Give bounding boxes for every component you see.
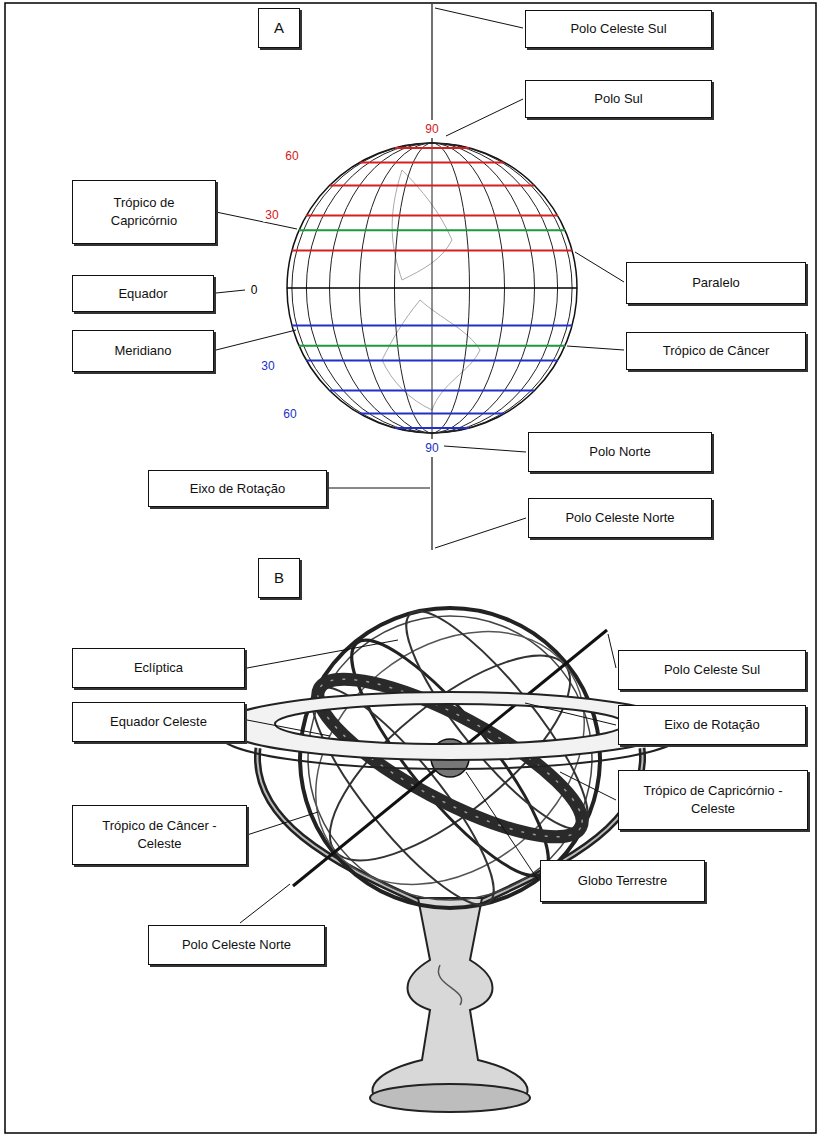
label-text: Polo Celeste Sul [570,20,666,38]
label-box: Polo Sul [525,80,712,118]
label-box: Polo Celeste Norte [528,498,712,538]
label-text: Paralelo [692,274,740,292]
label-text: Eixo de Rotação [190,480,285,498]
label-box: Polo Celeste Sul [525,10,712,48]
label-box: Eixo de Rotação [618,705,806,745]
label-box: Polo Celeste Norte [148,925,325,965]
label-text: Eixo de Rotação [664,716,759,734]
label-box: Globo Terrestre [540,860,705,902]
label-box: Trópico de Capricórnio [72,180,216,244]
label-box: Trópico de Câncer [626,332,806,370]
label-box: Equador [72,275,214,312]
latitude-number: 30 [259,359,276,373]
label-text: Meridiano [114,342,171,360]
label-box: Meridiano [72,330,214,372]
label-text: Polo Celeste Sul [664,661,760,679]
latitude-number: 60 [281,407,298,421]
label-box: Trópico de Câncer - Celeste [72,805,247,865]
label-box: Eixo de Rotação [148,470,327,507]
label-text: Equador [118,285,167,303]
panel-letter: B [274,568,284,588]
label-box: Trópico de Capricórnio - Celeste [618,770,808,830]
label-box: Eclíptica [72,648,245,688]
panel-letter-box: B [258,558,300,598]
label-text: Trópico de Capricórnio - Celeste [625,782,801,817]
latitude-number: 60 [283,149,300,163]
label-text: Eclíptica [134,659,183,677]
label-box: Polo Celeste Sul [618,650,806,690]
label-text: Polo Celeste Norte [182,936,291,954]
label-text: Trópico de Câncer [663,342,769,360]
latitude-number: 0 [249,283,260,297]
label-box: Paralelo [626,262,806,304]
label-text: Globo Terrestre [578,872,667,890]
panel-letter-box: A [258,8,300,48]
panel-letter: A [274,18,284,38]
label-text: Equador Celeste [110,713,207,731]
label-text: Polo Sul [594,90,642,108]
latitude-number: 90 [423,122,440,136]
label-text: Polo Celeste Norte [565,509,674,527]
latitude-number: 30 [263,208,280,222]
label-text: Trópico de Câncer - Celeste [79,817,240,852]
latitude-number: 90 [423,441,440,455]
label-text: Trópico de Capricórnio [79,194,209,229]
label-text: Polo Norte [589,443,650,461]
label-box: Polo Norte [528,432,712,472]
label-box: Equador Celeste [72,702,245,742]
